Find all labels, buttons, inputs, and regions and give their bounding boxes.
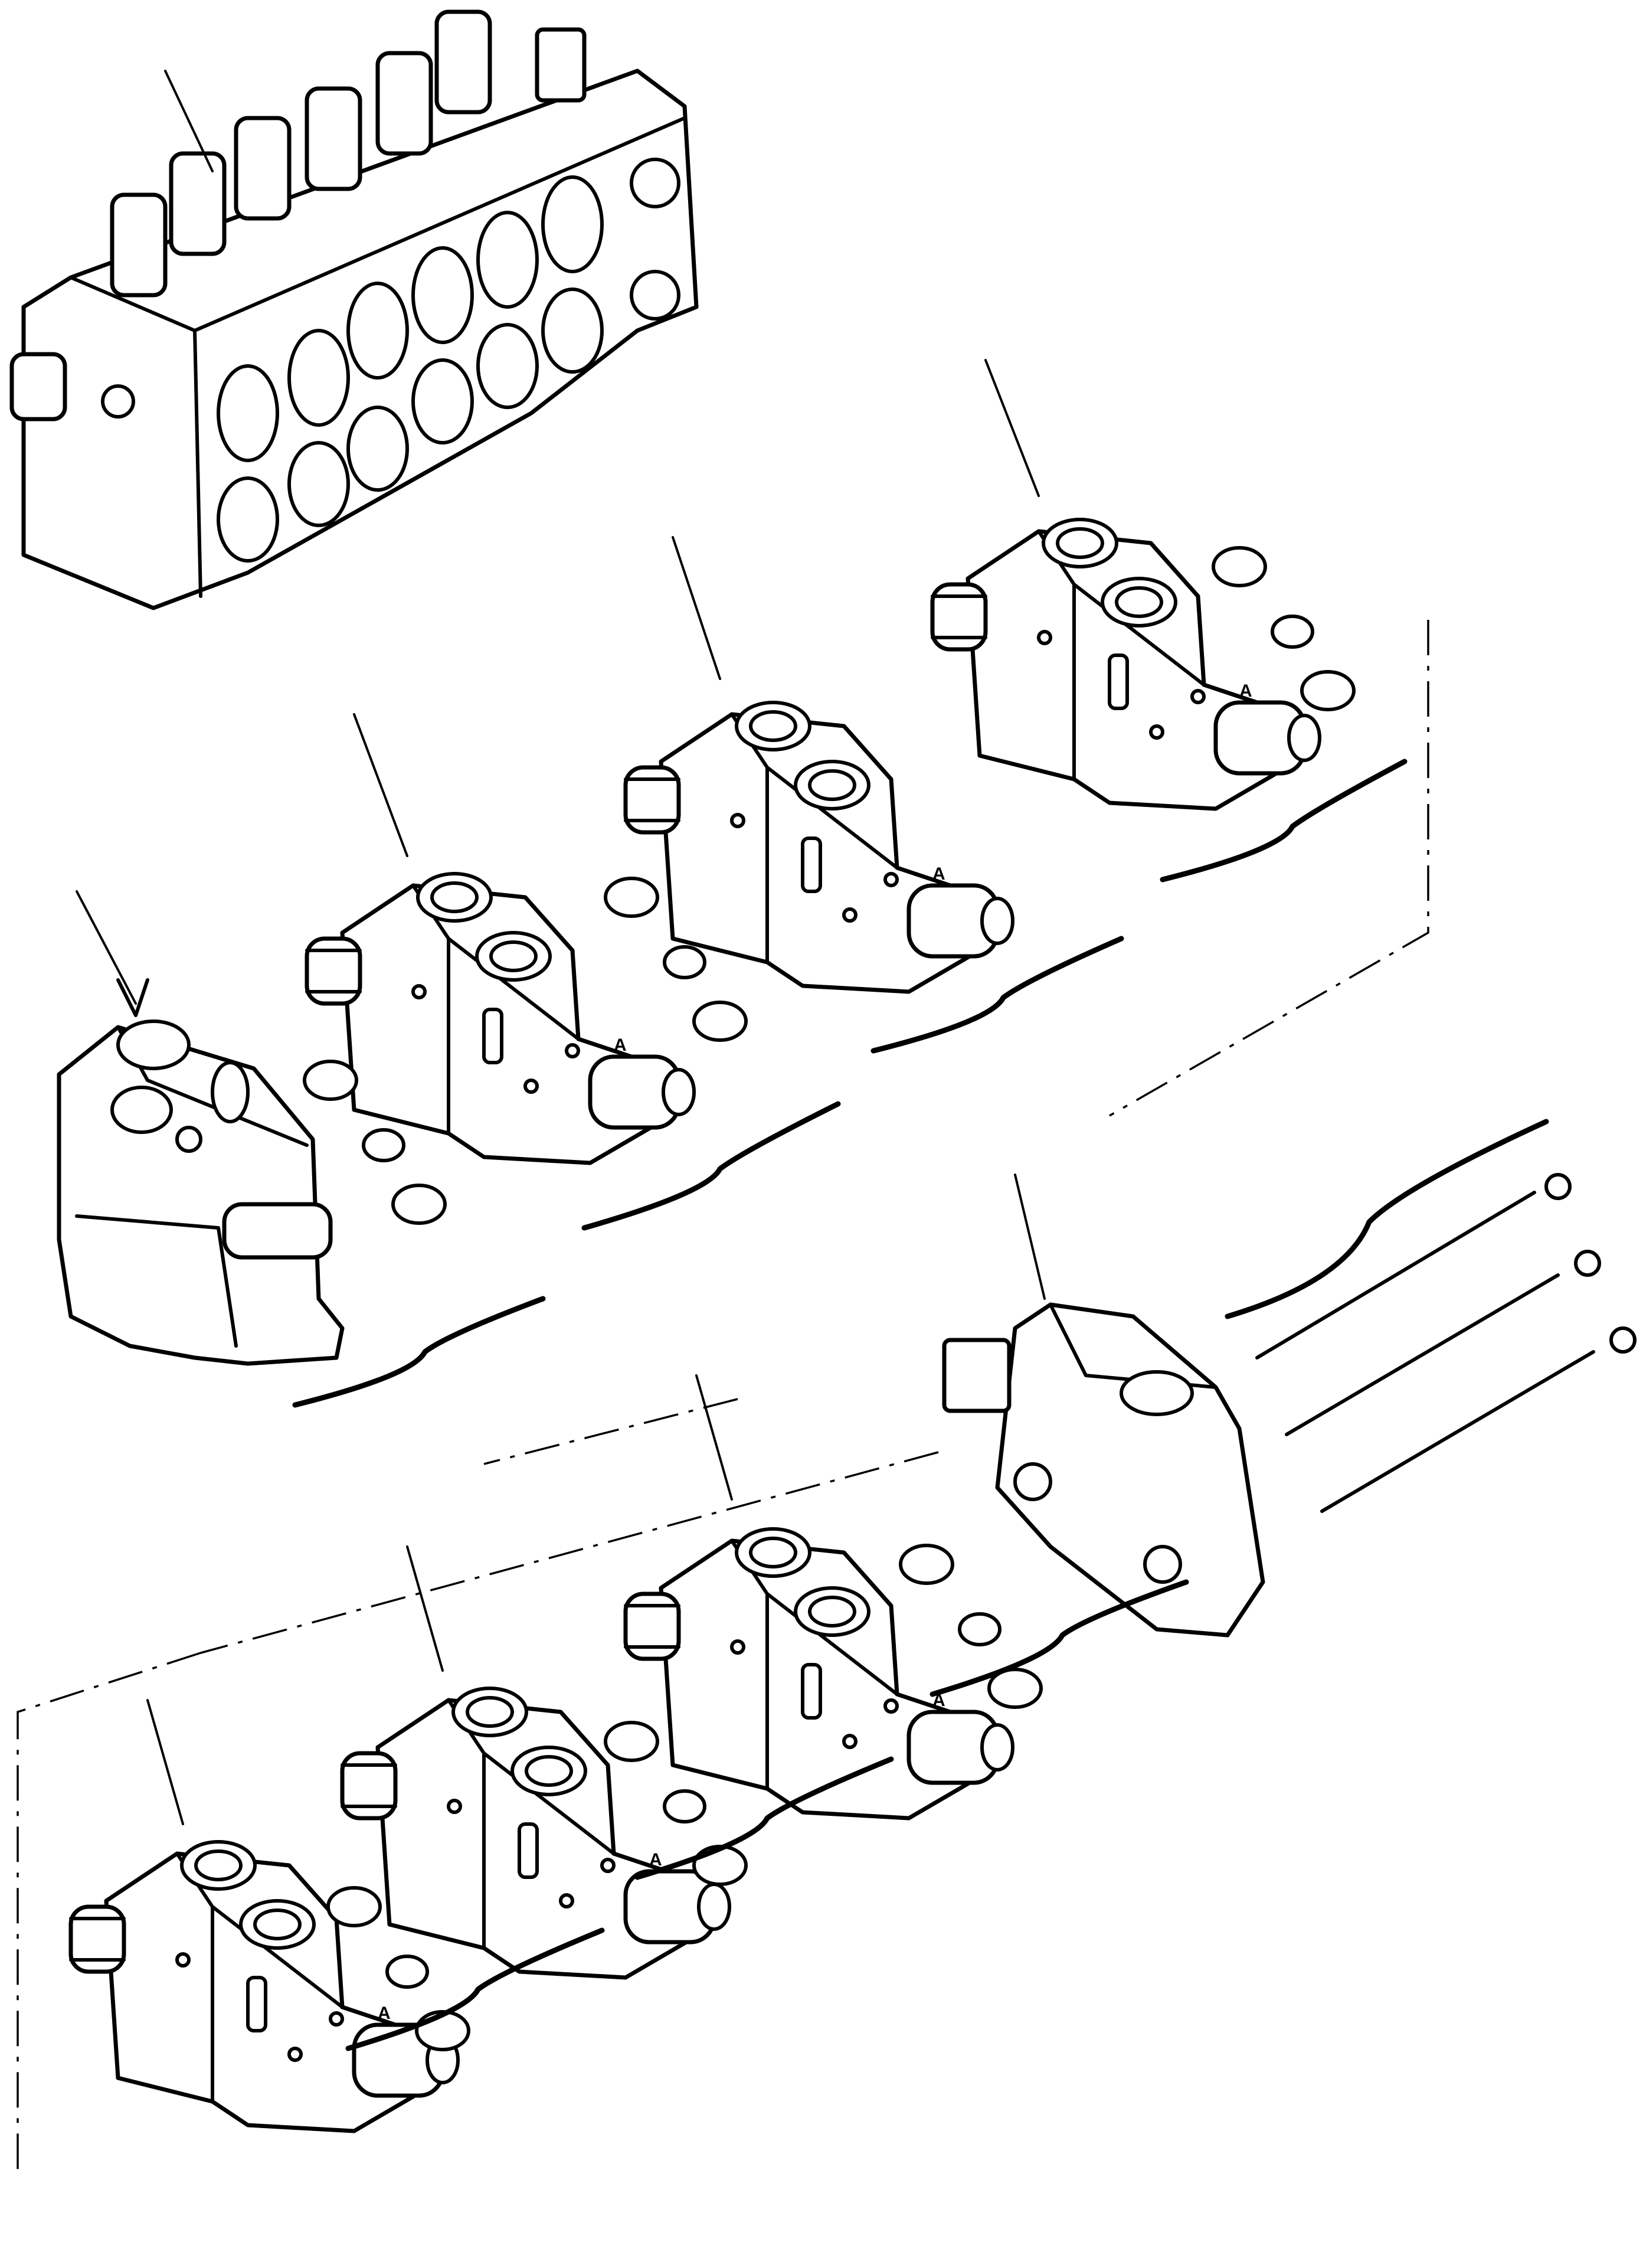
assembled-valve-block <box>9 9 699 610</box>
valve-section-6 <box>71 1699 469 2131</box>
outlet-cover <box>942 1174 1265 1638</box>
valve-section-2 <box>606 536 1013 1040</box>
grouping-braces <box>292 759 1549 2051</box>
inlet-section <box>57 890 345 1366</box>
valve-section-4 <box>626 1374 1041 1818</box>
center-lines <box>17 620 1429 2172</box>
valve-section-5 <box>342 1545 746 1978</box>
valve-section-1 <box>305 713 694 1223</box>
tie-rods <box>1255 1173 1637 1513</box>
valve-section-3 <box>932 359 1354 809</box>
